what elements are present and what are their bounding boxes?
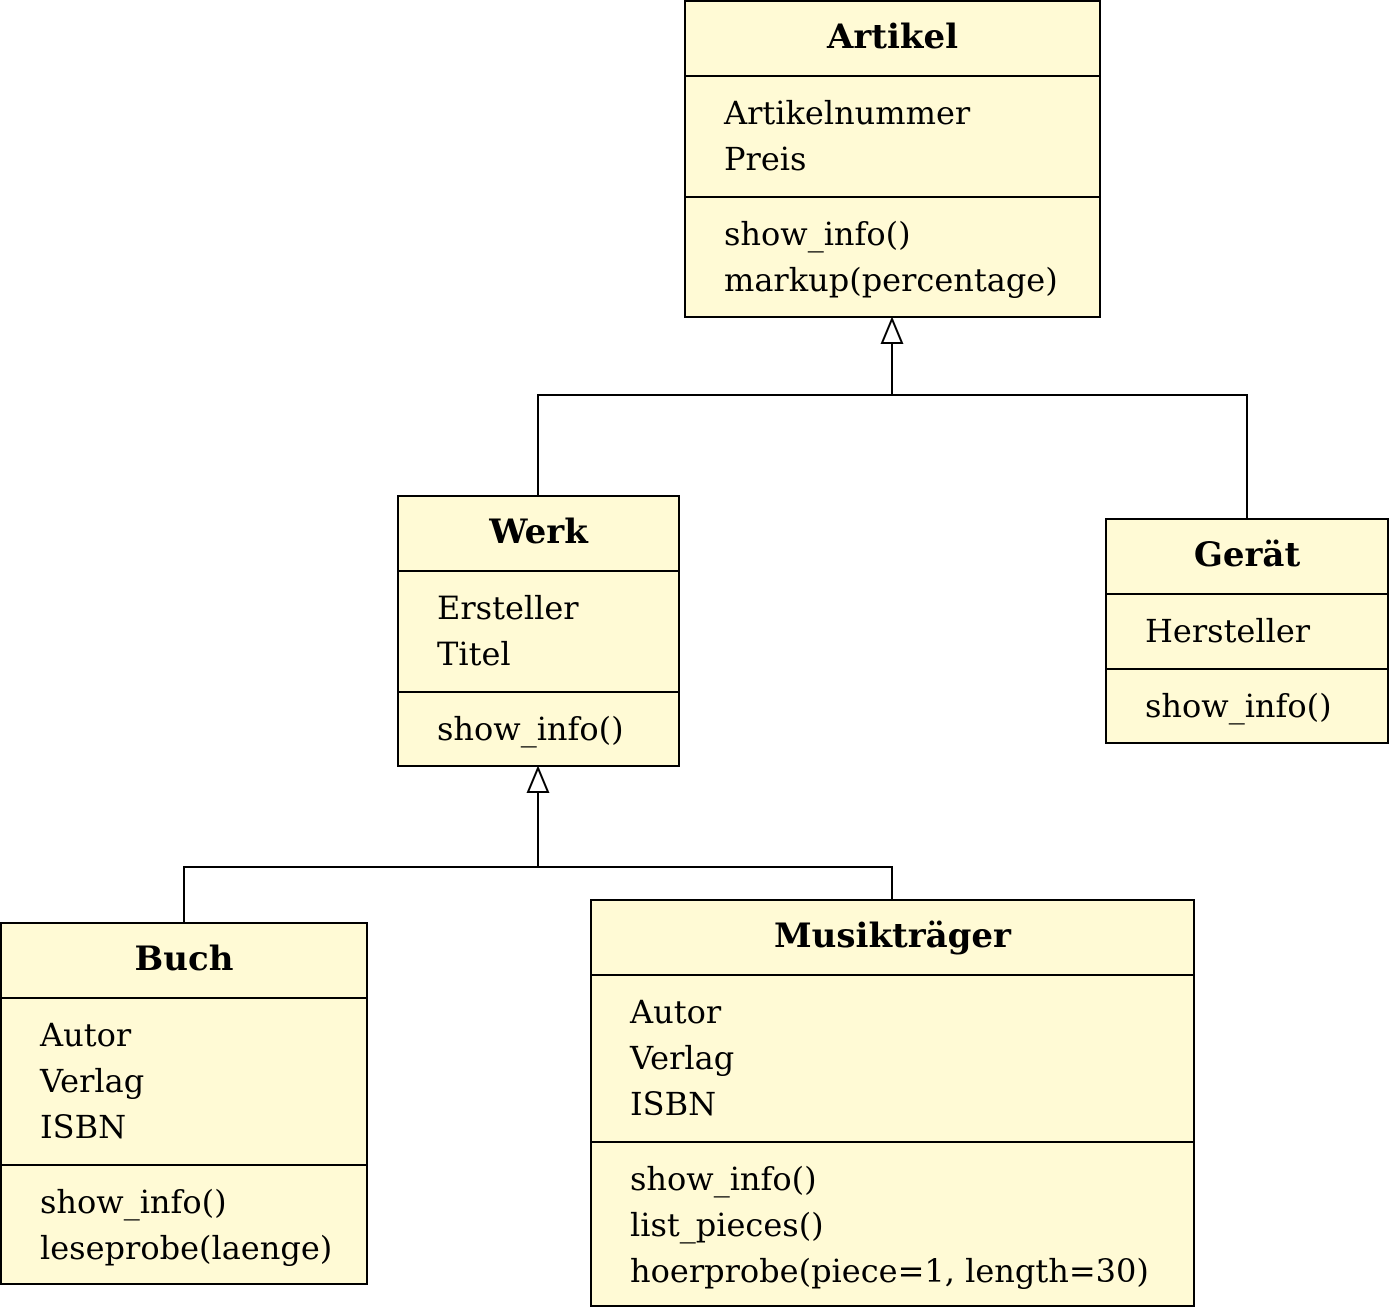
method: show_info() xyxy=(630,1160,817,1198)
attribute: Verlag xyxy=(40,1062,145,1100)
method: show_info() xyxy=(1145,687,1332,725)
attributes-compartment: Artikelnummer Preis xyxy=(686,77,1099,198)
inheritance-arrowhead-artikel xyxy=(880,316,904,344)
attribute: Autor xyxy=(630,993,722,1031)
class-geraet: Gerät Hersteller show_info() xyxy=(1105,518,1389,744)
attribute: Preis xyxy=(724,140,807,178)
attributes-compartment: Autor Verlag ISBN xyxy=(2,999,366,1166)
attribute: Artikelnummer xyxy=(724,94,971,132)
method: show_info() xyxy=(437,710,624,748)
class-name: Buch xyxy=(2,924,366,999)
class-name: Artikel xyxy=(686,2,1099,77)
method: show_info() xyxy=(724,215,911,253)
attribute: ISBN xyxy=(40,1108,127,1146)
methods-compartment: show_info() list_pieces() hoerprobe(piec… xyxy=(592,1143,1193,1306)
class-werk: Werk Ersteller Titel show_info() xyxy=(397,495,680,767)
class-musiktraeger: Musikträger Autor Verlag ISBN show_info(… xyxy=(590,899,1195,1307)
class-buch: Buch Autor Verlag ISBN show_info() lesep… xyxy=(0,922,368,1285)
attributes-compartment: Autor Verlag ISBN xyxy=(592,976,1193,1143)
methods-compartment: show_info() xyxy=(1107,670,1387,741)
attribute: ISBN xyxy=(630,1085,717,1123)
attribute: Hersteller xyxy=(1145,612,1311,650)
method: hoerprobe(piece=1, length=30) xyxy=(630,1252,1149,1290)
attribute: Titel xyxy=(437,635,511,673)
class-name: Werk xyxy=(399,497,678,572)
generalization-werk xyxy=(183,765,893,923)
methods-compartment: show_info() xyxy=(399,693,678,764)
attribute: Verlag xyxy=(630,1039,735,1077)
inheritance-arrowhead-werk xyxy=(526,765,550,793)
methods-compartment: show_info() leseprobe(laenge) xyxy=(2,1166,366,1283)
methods-compartment: show_info() markup(percentage) xyxy=(686,198,1099,315)
method: show_info() xyxy=(40,1183,227,1221)
class-name: Gerät xyxy=(1107,520,1387,595)
class-name: Musikträger xyxy=(592,901,1193,976)
method: markup(percentage) xyxy=(724,261,1058,299)
class-artikel: Artikel Artikelnummer Preis show_info() … xyxy=(684,0,1101,318)
method: list_pieces() xyxy=(630,1206,824,1244)
generalization-artikel xyxy=(537,316,1248,519)
method: leseprobe(laenge) xyxy=(40,1229,333,1267)
attributes-compartment: Hersteller xyxy=(1107,595,1387,670)
attribute: Ersteller xyxy=(437,589,579,627)
attribute: Autor xyxy=(40,1016,132,1054)
attributes-compartment: Ersteller Titel xyxy=(399,572,678,693)
